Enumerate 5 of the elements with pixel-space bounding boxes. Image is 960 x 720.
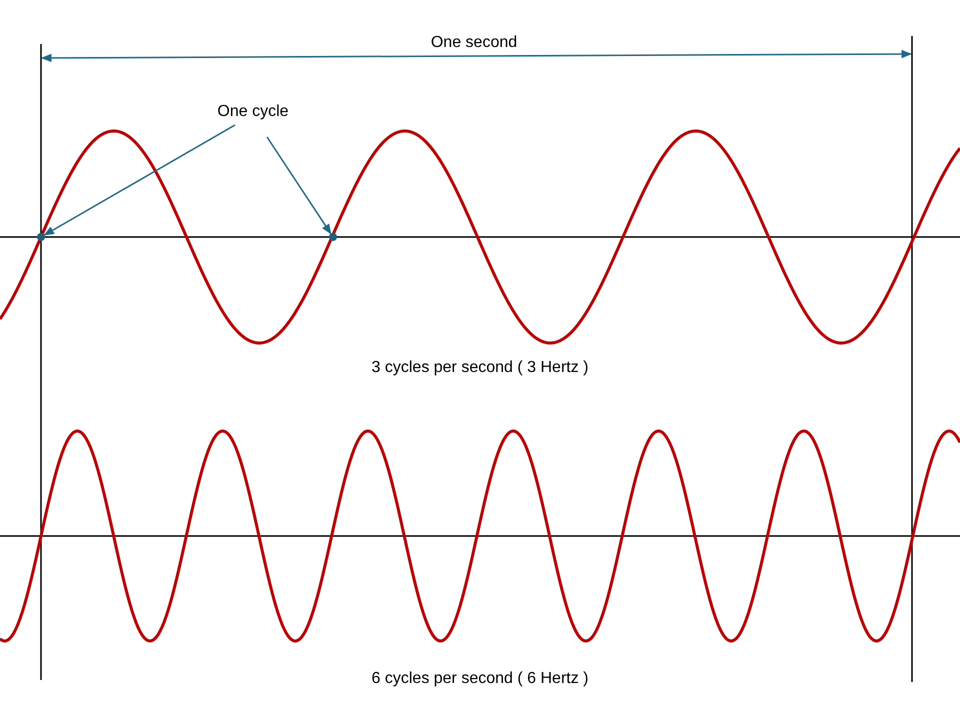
leader-line	[44, 124, 236, 236]
point-marker	[329, 233, 337, 241]
point-marker	[37, 233, 45, 241]
callout-text: One cycle	[217, 102, 289, 122]
leader-line	[266, 136, 332, 235]
